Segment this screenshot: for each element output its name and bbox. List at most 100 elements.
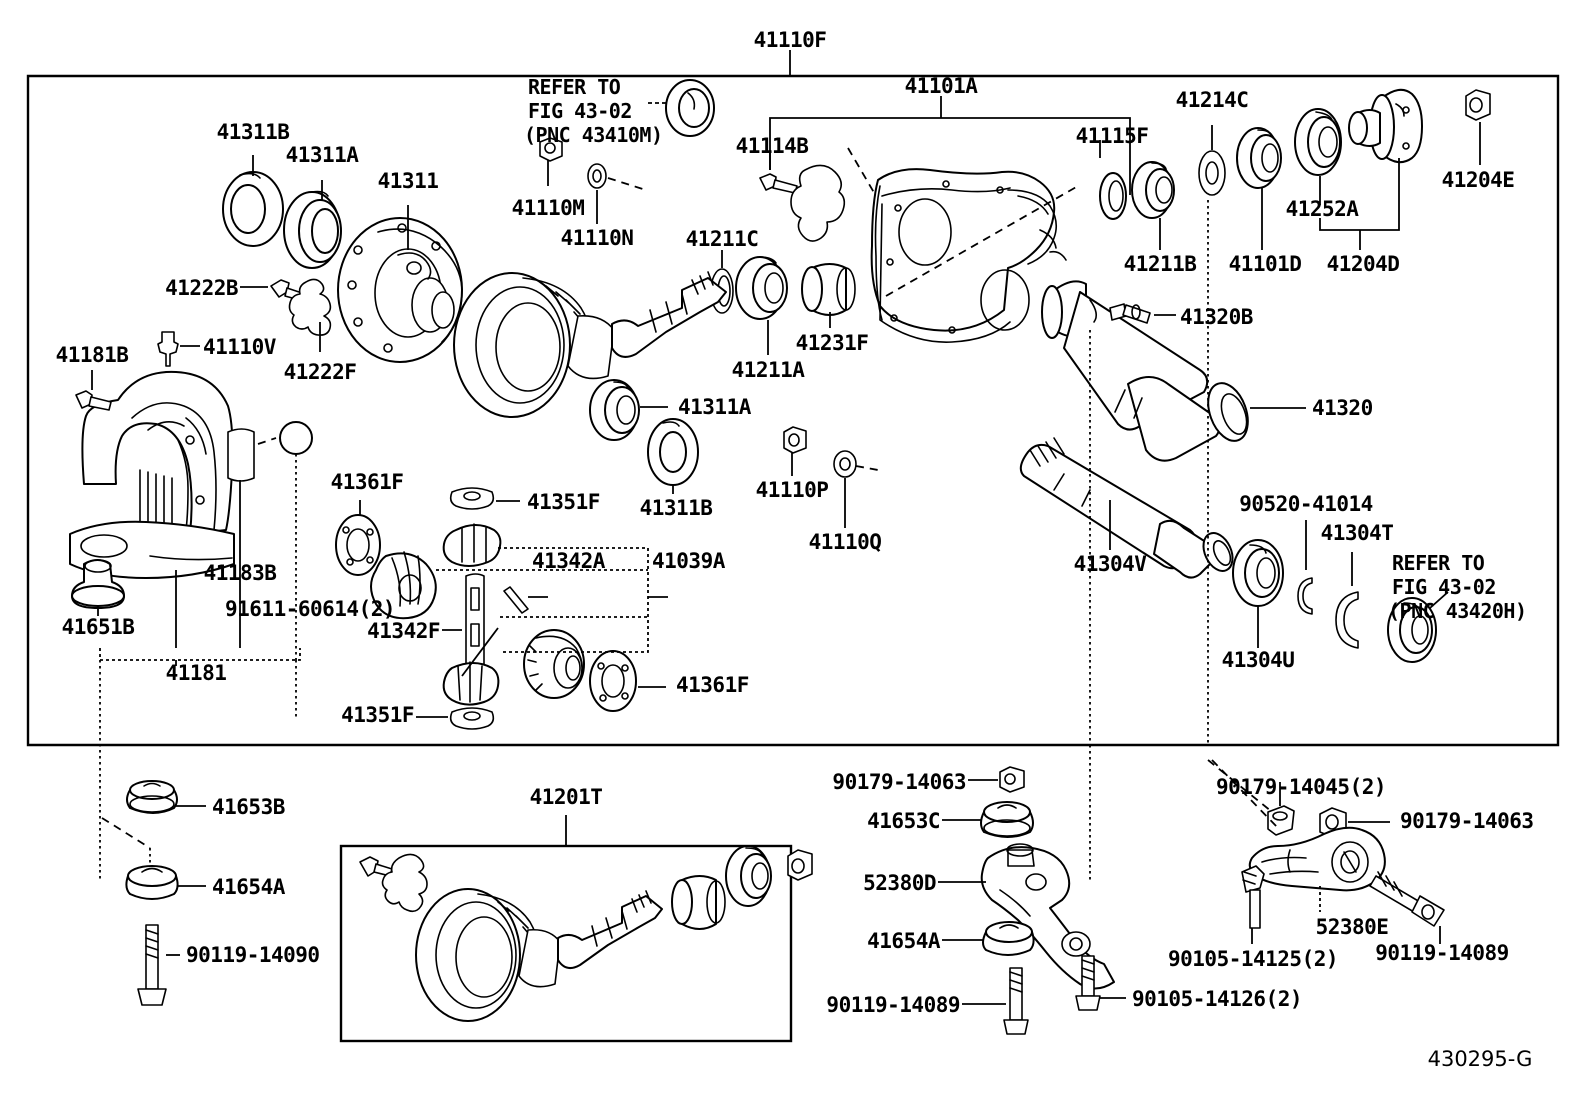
label-41115F: 41115F (1075, 124, 1149, 148)
part-pinion-gear-bottom (442, 661, 500, 706)
label-90179-14045: 90179-14045(2) (1216, 775, 1387, 799)
label-41653C: 41653C (867, 809, 940, 833)
part-43410M-seal (648, 79, 715, 137)
label-41252A: 41252A (1285, 197, 1359, 221)
label-41039A: 41039A (652, 549, 725, 573)
part-41361F-top (335, 500, 381, 576)
label-41361F-top: 41361F (330, 470, 404, 494)
label-90119-14090: 90119-14090 (186, 943, 320, 967)
label-90105-14125: 90105-14125(2) (1167, 947, 1339, 971)
part-41653C-cushion (942, 801, 1034, 838)
label-41110V: 41110V (203, 335, 276, 359)
label-refer-43420h-line2: FIG 43-02 (1392, 575, 1496, 599)
part-41101A-carrier (847, 147, 1079, 343)
label-41181B: 41181B (55, 343, 129, 367)
part-41654A-mid-cushion (942, 921, 1035, 956)
part-41204E-nut (1465, 89, 1491, 165)
part-41115F-plate (790, 140, 1101, 242)
callout-marker-B (279, 421, 313, 660)
part-41101D-bearing (1236, 127, 1282, 250)
part-41311A-mid (589, 379, 668, 441)
label-41101D: 41101D (1228, 252, 1302, 276)
label-41311B-mid: 41311B (639, 496, 713, 520)
part-41342A-pin (503, 586, 548, 614)
label-refer-43420h-line3: (PNC 43420H) (1388, 599, 1527, 623)
label-41110N: 41110N (560, 226, 634, 250)
part-41351F-bottom (416, 707, 495, 730)
part-41351F-top (449, 487, 520, 510)
part-41653B-cushion (126, 780, 206, 814)
label-41110M: 41110M (511, 196, 585, 220)
label-refer-43410m-line2: FIG 43-02 (528, 99, 632, 123)
label-41211B: 41211B (1123, 252, 1197, 276)
label-refer-43420h-line1: REFER TO (1392, 551, 1485, 575)
part-90105-14125-bolt (1241, 865, 1265, 944)
label-refer-43410m-line3: (PNC 43410M) (524, 123, 663, 147)
label-90179-14063-a: 90179-14063 (832, 770, 966, 794)
label-41342F: 41342F (367, 619, 440, 643)
part-41304T-snapring (1335, 552, 1359, 649)
part-side-gear-top (442, 523, 502, 567)
label-90179-14063-b: 90179-14063 (1400, 809, 1534, 833)
part-41320-axle-tube (1041, 280, 1306, 462)
part-41110V-plug (157, 331, 200, 367)
part-41304U-bearing (1232, 539, 1284, 648)
label-41110P: 41110P (755, 478, 829, 502)
label-41320: 41320 (1312, 396, 1373, 420)
part-41110Q-washer (833, 450, 879, 528)
part-41214C-shim (1198, 125, 1226, 196)
part-41115F-seal (1099, 172, 1127, 220)
part-41110N-washer (587, 163, 647, 224)
part-90105-14126-bolt (1075, 955, 1126, 1011)
part-52380E-arm (1211, 759, 1386, 912)
label-41311B-top: 41311B (216, 120, 290, 144)
label-52380D: 52380D (863, 871, 936, 895)
part-41320B-bolt (1109, 303, 1176, 324)
label-refer-43410m-line1: REFER TO (528, 75, 621, 99)
label-41201T: 41201T (529, 785, 603, 809)
part-ring-gear-pinion (453, 271, 727, 418)
label-41204D: 41204D (1326, 252, 1400, 276)
label-41181: 41181 (165, 661, 227, 685)
part-41654A-left-cushion (125, 865, 206, 900)
part-41110M-nut (539, 137, 563, 186)
label-41304T: 41304T (1320, 521, 1394, 545)
label-41110Q: 41110Q (808, 530, 882, 554)
label-41304U: 41304U (1221, 648, 1295, 672)
label-41101A: 41101A (904, 74, 978, 98)
part-90119-14089-bolt-b (1369, 871, 1445, 944)
label-90105-14126: 90105-14126(2) (1132, 987, 1303, 1011)
part-41110P-nut (783, 426, 807, 476)
part-41361F-bottom (589, 650, 666, 712)
label-41311A-mid: 41311A (678, 395, 751, 419)
part-pinion-gear-mid (370, 551, 437, 620)
label-41204E: 41204E (1441, 168, 1515, 192)
label-41653B: 41653B (212, 795, 285, 819)
part-41204D-flange (1319, 88, 1423, 250)
label-41110F: 41110F (753, 28, 827, 52)
part-90179-14045-clip (1267, 782, 1295, 836)
label-90520-41014: 90520-41014 (1239, 492, 1373, 516)
label-91611-60614: 91611-60614(2) (224, 597, 396, 621)
inset-41201T-content (359, 815, 813, 1022)
part-52380D-arm (938, 843, 1115, 990)
dotted-guides (99, 200, 1283, 880)
part-41183B-plate (227, 428, 277, 648)
label-41214C: 41214C (1175, 88, 1249, 112)
label-41311A-top: 41311A (285, 143, 359, 167)
part-41311B-top (222, 155, 284, 247)
label-41114B: 41114B (735, 134, 809, 158)
label-41654A-left: 41654A (212, 875, 285, 899)
label-52380E: 52380E (1315, 915, 1389, 939)
part-41311A-top (283, 180, 342, 269)
part-90119-14090-bolt (137, 924, 180, 1006)
label-41304V: 41304V (1073, 552, 1147, 576)
label-41342A: 41342A (532, 549, 605, 573)
part-41342F-pin (442, 573, 485, 667)
part-90179-14063-nut-a (968, 766, 1025, 793)
figure-code: 430295-G (1427, 1047, 1533, 1071)
part-41181-bracket (69, 370, 301, 666)
part-90520-41014-snapring (1297, 520, 1313, 615)
part-41211A-bearing (735, 256, 788, 355)
